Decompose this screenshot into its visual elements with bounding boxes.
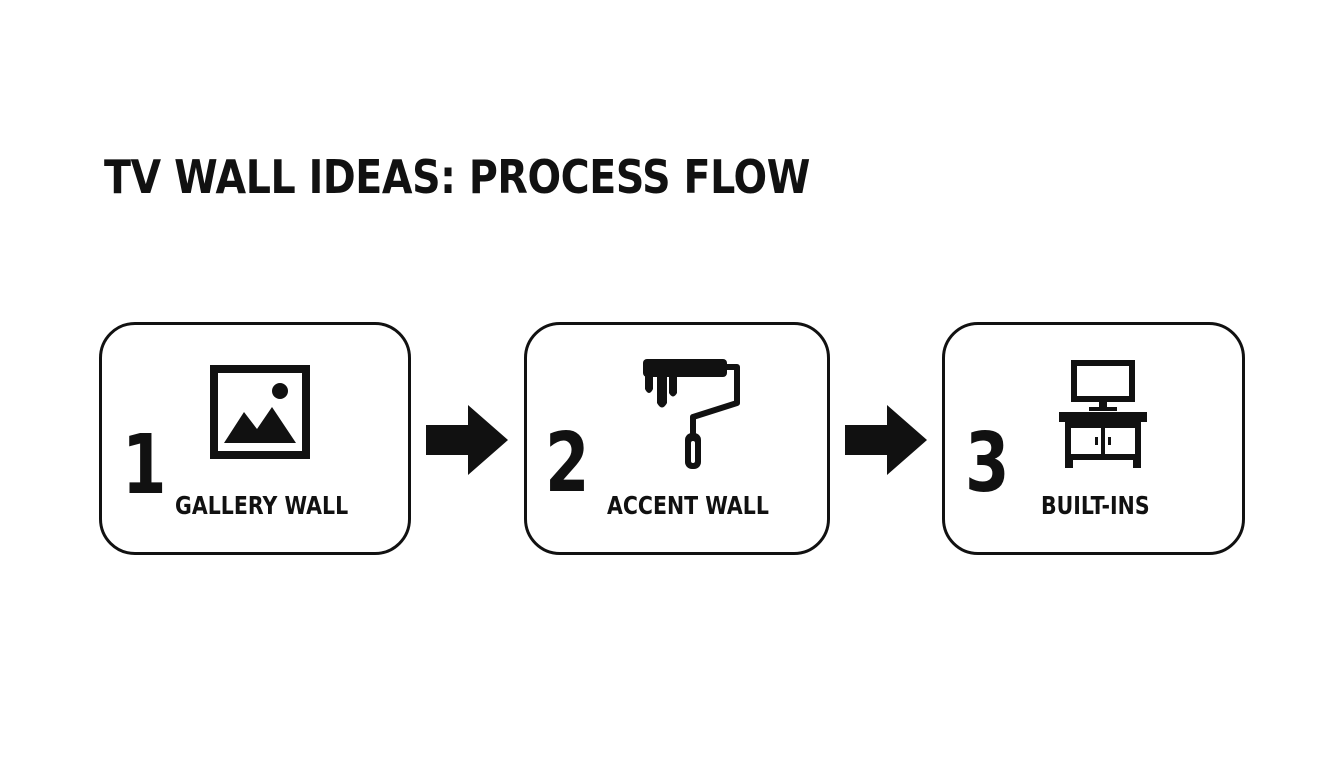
step-label: BUILT-INS xyxy=(1041,491,1150,520)
diagram-title: TV WALL IDEAS: PROCESS FLOW xyxy=(104,150,810,204)
arrow-right-icon xyxy=(845,405,927,475)
step-card-built-ins: 3 BUILT-INS xyxy=(942,322,1245,555)
step-label: ACCENT WALL xyxy=(607,491,769,520)
step-card-accent-wall: 2 ACCENT WALL xyxy=(524,322,830,555)
step-number: 3 xyxy=(965,416,1010,511)
paint-roller-icon xyxy=(643,359,740,469)
arrow-right-icon xyxy=(426,405,508,475)
tv-cabinet-icon xyxy=(1059,360,1147,468)
step-label: GALLERY WALL xyxy=(175,491,349,520)
step-number: 1 xyxy=(122,418,167,513)
picture-frame-icon xyxy=(210,365,310,459)
step-number: 2 xyxy=(545,416,590,511)
step-card-gallery-wall: 1 GALLERY WALL xyxy=(99,322,411,555)
